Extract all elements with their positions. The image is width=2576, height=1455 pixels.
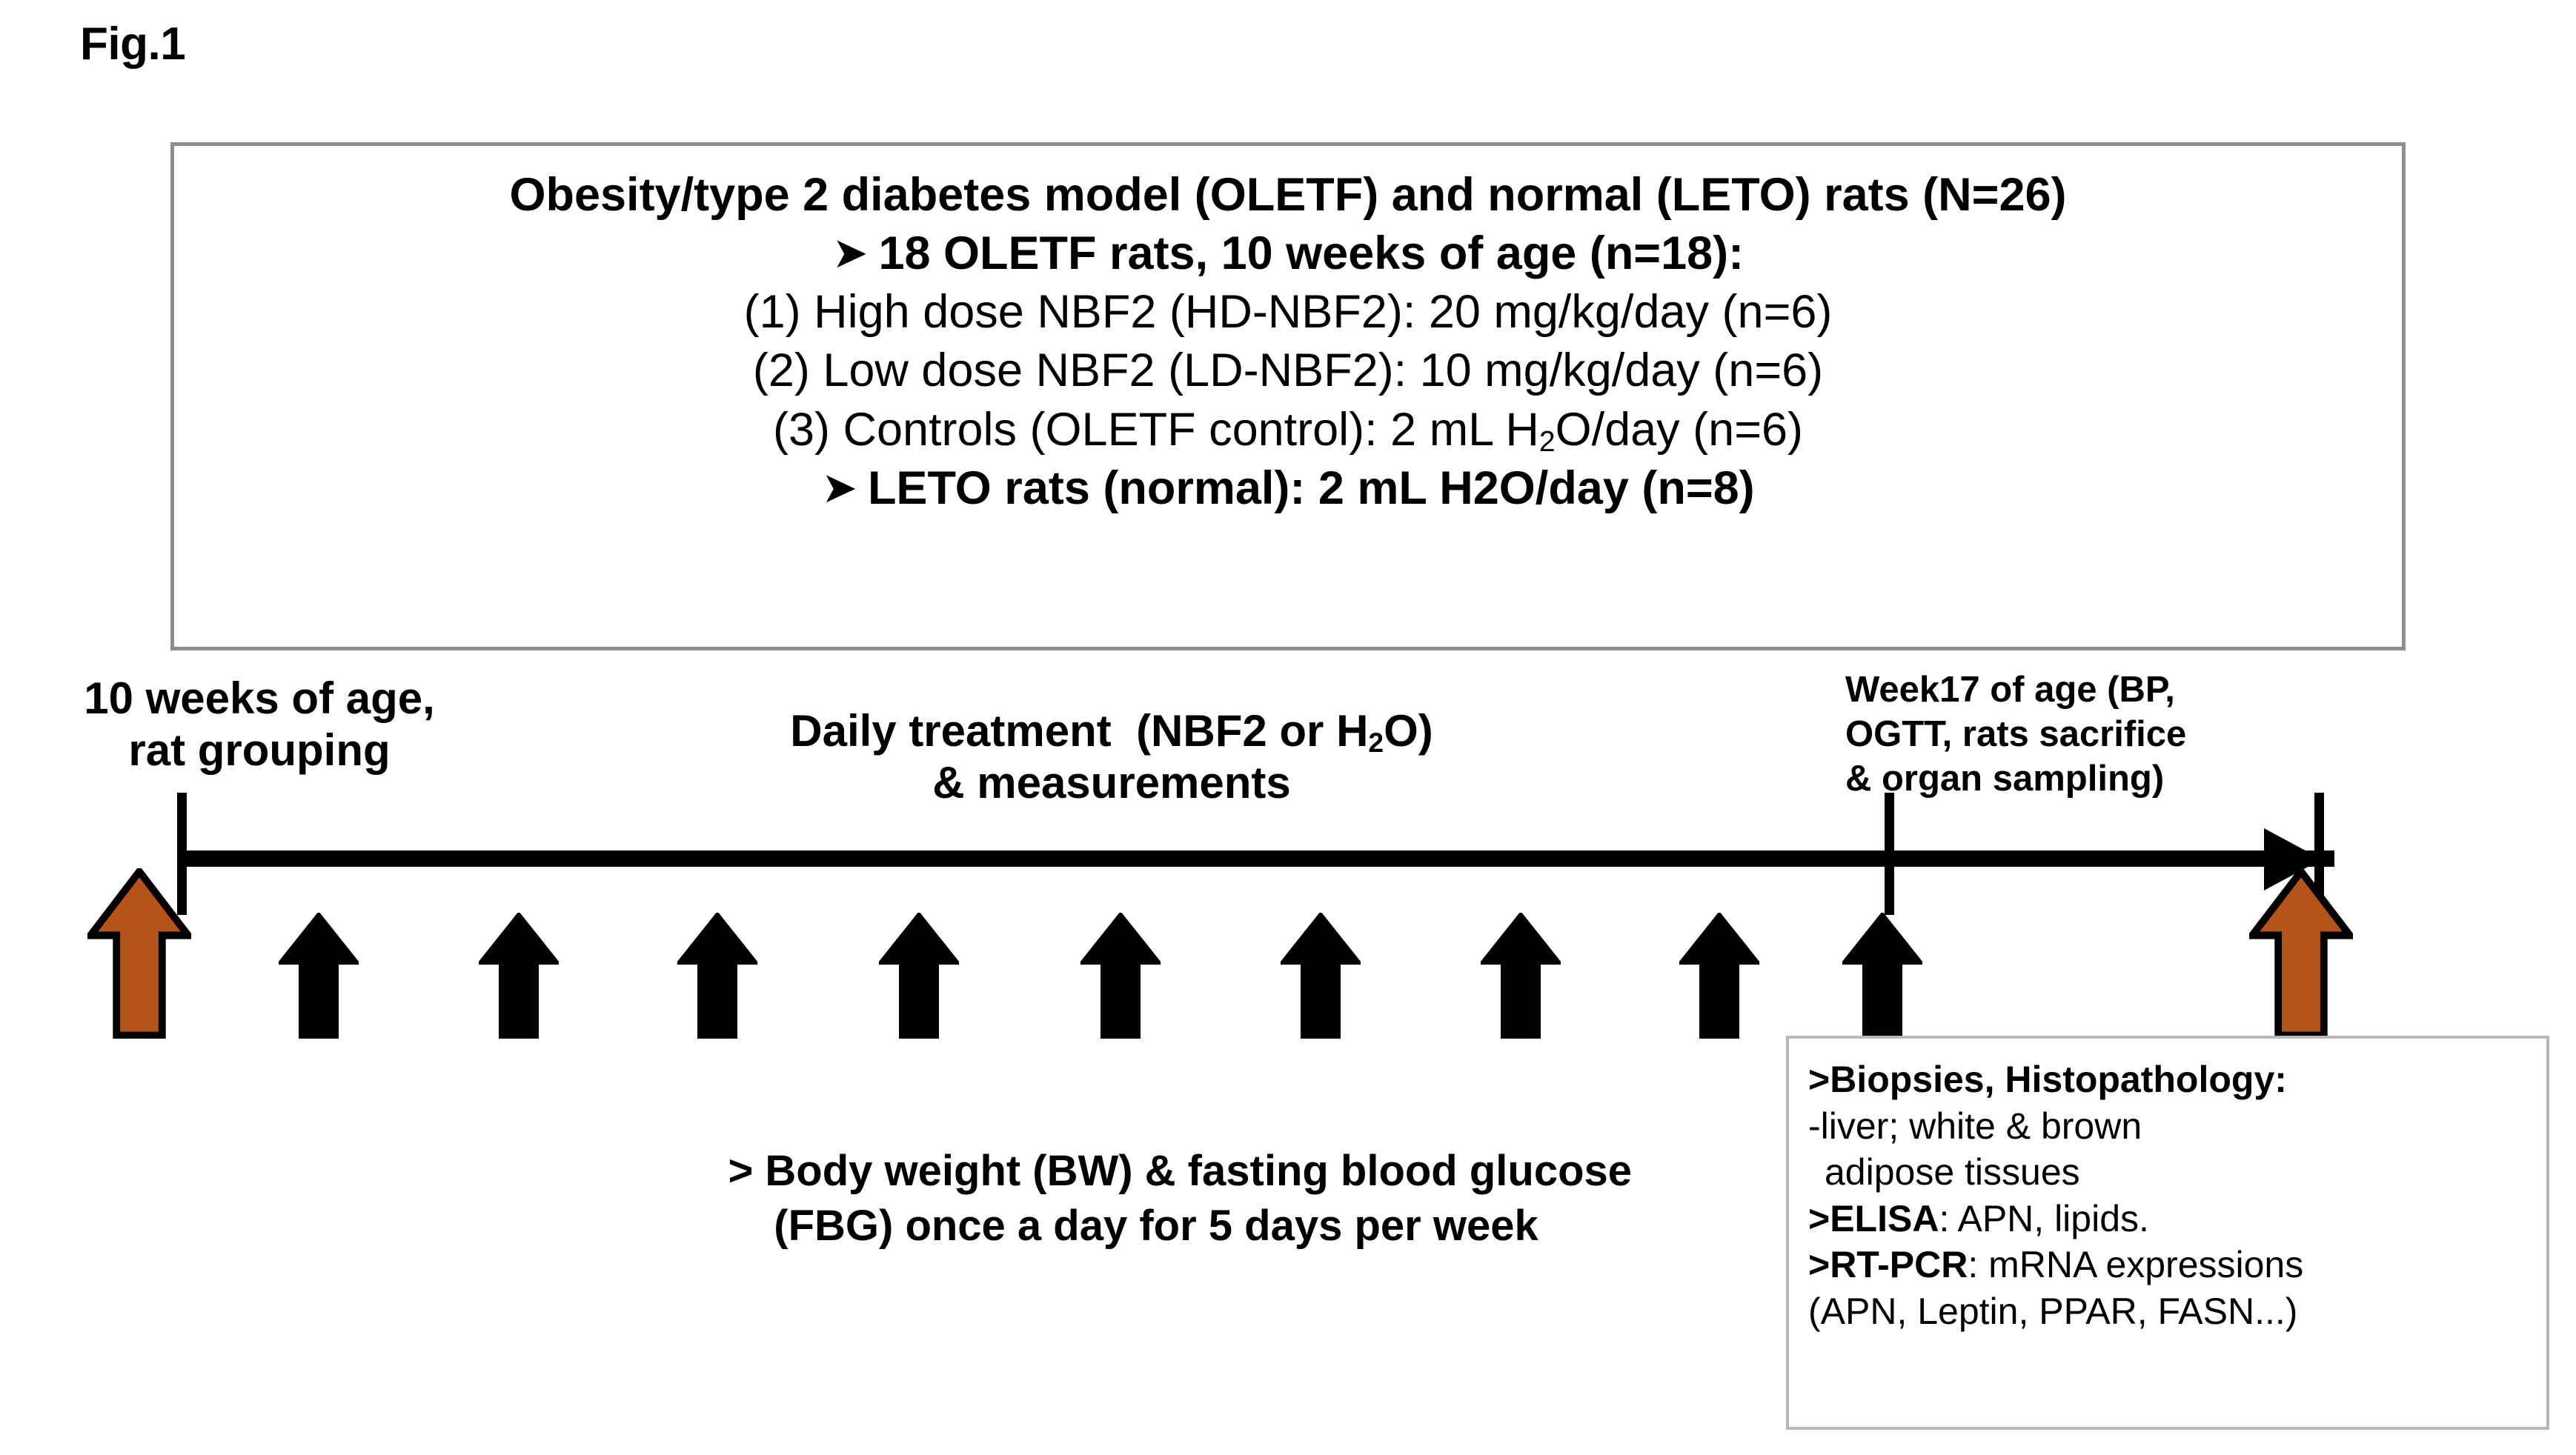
analysis-row: >ELISA: APN, lipids.: [1808, 1196, 2530, 1242]
analysis-row: >RT-PCR: mRNA expressions: [1808, 1242, 2530, 1288]
timeline-event-arrow-icon: [1080, 913, 1161, 1039]
analysis-row-head: >Biopsies, Histopathology:: [1808, 1059, 2287, 1100]
timeline: 10 weeks of age, rat grouping Daily trea…: [0, 652, 2576, 1067]
design-line-ld: (2) Low dose NBF2 (LD-NBF2): 10 mg/kg/da…: [752, 344, 1824, 397]
analysis-row-rest: adipose tissues: [1825, 1151, 2080, 1193]
design-line-oletf: ➤18 OLETF rats, 10 weeks of age (n=18):: [174, 224, 2402, 282]
timeline-label-end: Week17 of age (BP, OGTT, rats sacrifice …: [1845, 670, 2187, 799]
timeline-highlight-arrow-icon: [87, 868, 191, 1039]
measurement-note-line1: > Body weight (BW) & fasting blood gluco…: [728, 1147, 1633, 1196]
timeline-label-start: 10 weeks of age, rat grouping: [84, 673, 435, 775]
timeline-label-middle: Daily treatment (NBF2 or H2O) & measureme…: [615, 705, 1608, 808]
bullet-arrow-icon-2: ➤: [821, 462, 857, 513]
analysis-row: -liver; white & brown: [1808, 1103, 2530, 1150]
timeline-label-middle-post: O): [1384, 706, 1433, 756]
timeline-event-arrow-icon: [1679, 913, 1759, 1039]
timeline-event-arrow-icon: [1481, 913, 1561, 1039]
timeline-event-arrow-icon: [479, 913, 559, 1039]
bullet-arrow-icon: ➤: [831, 227, 869, 279]
study-design-box: Obesity/type 2 diabetes model (OLETF) an…: [170, 142, 2406, 650]
analysis-row-head: >RT-PCR: [1808, 1244, 1968, 1285]
figure-label: Fig.1: [80, 19, 186, 70]
measurement-note: > Body weight (BW) & fasting blood gluco…: [548, 1089, 1764, 1309]
design-line-controls-sub: 2: [1538, 426, 1556, 459]
analysis-row-head: >ELISA: [1808, 1197, 1939, 1239]
design-line-hd: (1) High dose NBF2 (HD-NBF2): 20 mg/kg/d…: [743, 286, 1833, 339]
analysis-box: >Biopsies, Histopathology: -liver; white …: [1786, 1036, 2549, 1430]
timeline-label-middle-line2: & measurements: [932, 757, 1291, 808]
design-line-controls: (3) Controls (OLETF control): 2 mL H2O/d…: [174, 400, 2402, 459]
analysis-row: >Biopsies, Histopathology:: [1808, 1056, 2530, 1103]
design-line-leto-text: LETO rats (normal): 2 mL H2O/day (n=8): [867, 462, 1755, 514]
timeline-event-arrow-icon: [879, 913, 959, 1039]
analysis-row: adipose tissues: [1808, 1149, 2530, 1196]
analysis-row-rest: : APN, lipids.: [1939, 1197, 2149, 1239]
design-line-oletf-text: 18 OLETF rats, 10 weeks of age (n=18):: [878, 227, 1745, 280]
design-title: Obesity/type 2 diabetes model (OLETF) an…: [509, 169, 2067, 221]
analysis-row: (APN, Leptin, PPAR, FASN...): [1808, 1288, 2530, 1335]
analysis-row-rest: -liver; white & brown: [1808, 1105, 2142, 1147]
analysis-row-rest: (APN, Leptin, PPAR, FASN...): [1808, 1290, 2298, 1332]
design-line-controls-pre: (3) Controls (OLETF control): 2 mL H: [772, 403, 1539, 456]
timeline-highlight-arrow-icon: [2249, 868, 2353, 1039]
timeline-event-arrow-icon: [1842, 913, 1922, 1039]
measurement-note-line2: (FBG) once a day for 5 days per week: [774, 1202, 1538, 1251]
timeline-axis-line: [178, 850, 2334, 867]
analysis-row-rest: : mRNA expressions: [1968, 1244, 2304, 1285]
timeline-label-middle-sub: 2: [1368, 727, 1384, 759]
timeline-event-arrow-icon: [1281, 913, 1361, 1039]
design-line-controls-post: O/day (n=6): [1555, 403, 1804, 456]
timeline-event-arrow-icon: [279, 913, 359, 1039]
timeline-event-arrow-icon: [677, 913, 757, 1039]
design-line-leto: ➤LETO rats (normal): 2 mL H2O/day (n=8): [174, 459, 2402, 517]
timeline-label-middle-pre: Daily treatment (NBF2 or H: [790, 706, 1369, 756]
